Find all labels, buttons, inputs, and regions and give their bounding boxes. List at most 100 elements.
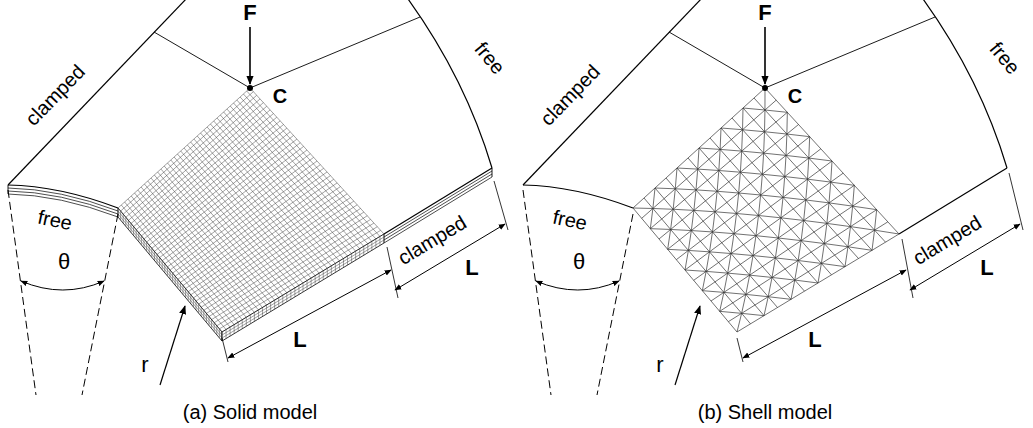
mesh-line <box>298 285 299 294</box>
mesh-line <box>710 252 732 254</box>
mesh-line <box>759 195 761 215</box>
mesh-line <box>219 230 380 329</box>
mesh-line <box>827 203 829 223</box>
radius-line <box>523 190 551 395</box>
mesh-line <box>831 182 855 185</box>
mesh-line <box>753 256 775 258</box>
mesh-line <box>719 171 741 173</box>
mesh-line <box>136 230 137 239</box>
mesh-line <box>775 258 798 261</box>
mesh-line <box>764 297 768 316</box>
mesh-line <box>791 280 795 299</box>
mesh-line <box>804 220 827 223</box>
mesh-line <box>371 241 372 250</box>
mesh-line <box>739 172 741 193</box>
mesh-line <box>217 227 377 326</box>
mesh-line <box>691 231 712 232</box>
boundary-label: clamped <box>534 59 605 132</box>
mesh-line <box>133 227 134 236</box>
mesh-line <box>808 179 831 182</box>
mesh-line <box>698 169 719 170</box>
mesh-line <box>720 149 742 151</box>
mesh-line <box>781 218 804 221</box>
mesh-line <box>706 252 709 272</box>
mesh-line <box>180 282 181 291</box>
mesh-line <box>824 244 848 247</box>
mesh-line <box>149 245 150 254</box>
mesh-line <box>123 214 124 223</box>
mesh-line <box>351 254 352 263</box>
mesh-line <box>778 238 801 241</box>
mesh-line <box>827 223 851 226</box>
angle-label: θ <box>571 250 587 274</box>
mesh-line <box>151 248 152 257</box>
mesh-line <box>764 110 765 132</box>
mesh-line <box>131 196 238 322</box>
mesh-line <box>644 198 751 324</box>
mesh-line <box>712 232 734 234</box>
radius-arrow <box>675 306 700 385</box>
mesh-line <box>764 88 765 110</box>
mesh-line <box>706 271 728 273</box>
mesh-line <box>125 217 126 226</box>
mesh-line <box>728 273 750 275</box>
mesh-line <box>731 254 753 256</box>
extension-line <box>222 338 228 362</box>
mesh-line <box>783 177 785 198</box>
mesh-line <box>343 259 344 268</box>
mesh-line <box>666 178 778 308</box>
mesh-line <box>710 232 713 252</box>
mesh-face <box>118 208 222 341</box>
mesh-line <box>737 313 742 332</box>
mesh-line <box>806 200 829 203</box>
radius-line <box>82 214 118 395</box>
partition-line <box>669 32 765 88</box>
mesh-line <box>772 258 775 278</box>
mesh-line <box>331 266 332 275</box>
mesh-line <box>290 290 291 299</box>
mesh-line <box>717 171 719 192</box>
mesh-line <box>720 128 722 149</box>
mesh-line <box>720 210 877 312</box>
extension-line <box>1009 173 1023 230</box>
boundary-label: free <box>984 36 1026 80</box>
plate-edge <box>8 185 118 208</box>
mesh-line <box>118 214 222 338</box>
mesh-line <box>633 208 737 332</box>
radius-line <box>8 190 36 395</box>
force-label: F <box>756 1 773 25</box>
boundary-label: free <box>469 36 511 80</box>
mesh-line <box>175 276 176 285</box>
force-label: F <box>241 1 258 25</box>
dimension-label: L <box>291 328 308 352</box>
boundary-label: clamped <box>392 210 472 270</box>
plate-edge <box>815 0 1007 168</box>
dimension-label: L <box>806 328 823 352</box>
point-label: C <box>786 85 804 107</box>
mesh-line <box>742 294 746 313</box>
mesh-line <box>128 220 129 229</box>
mesh-line <box>209 317 210 326</box>
mesh-line <box>724 273 728 292</box>
mesh-line <box>798 261 821 264</box>
mesh-line <box>717 191 739 193</box>
mesh-line <box>379 236 380 245</box>
mesh-line <box>756 216 759 236</box>
mesh-line <box>721 128 845 267</box>
mesh-line <box>212 219 371 319</box>
mesh-line <box>806 179 808 200</box>
mesh-line <box>266 305 267 314</box>
radius-label: r <box>139 353 150 377</box>
mesh-line <box>633 208 653 209</box>
mesh-line <box>688 231 691 251</box>
mesh-line <box>742 151 764 153</box>
mesh-line <box>246 317 247 326</box>
mesh-line <box>685 270 706 271</box>
mesh-line <box>853 185 855 206</box>
mesh-line <box>821 244 824 264</box>
mesh-line <box>737 193 739 213</box>
mesh-line <box>286 293 287 302</box>
mesh-line <box>363 246 364 255</box>
mesh-line <box>715 212 737 214</box>
